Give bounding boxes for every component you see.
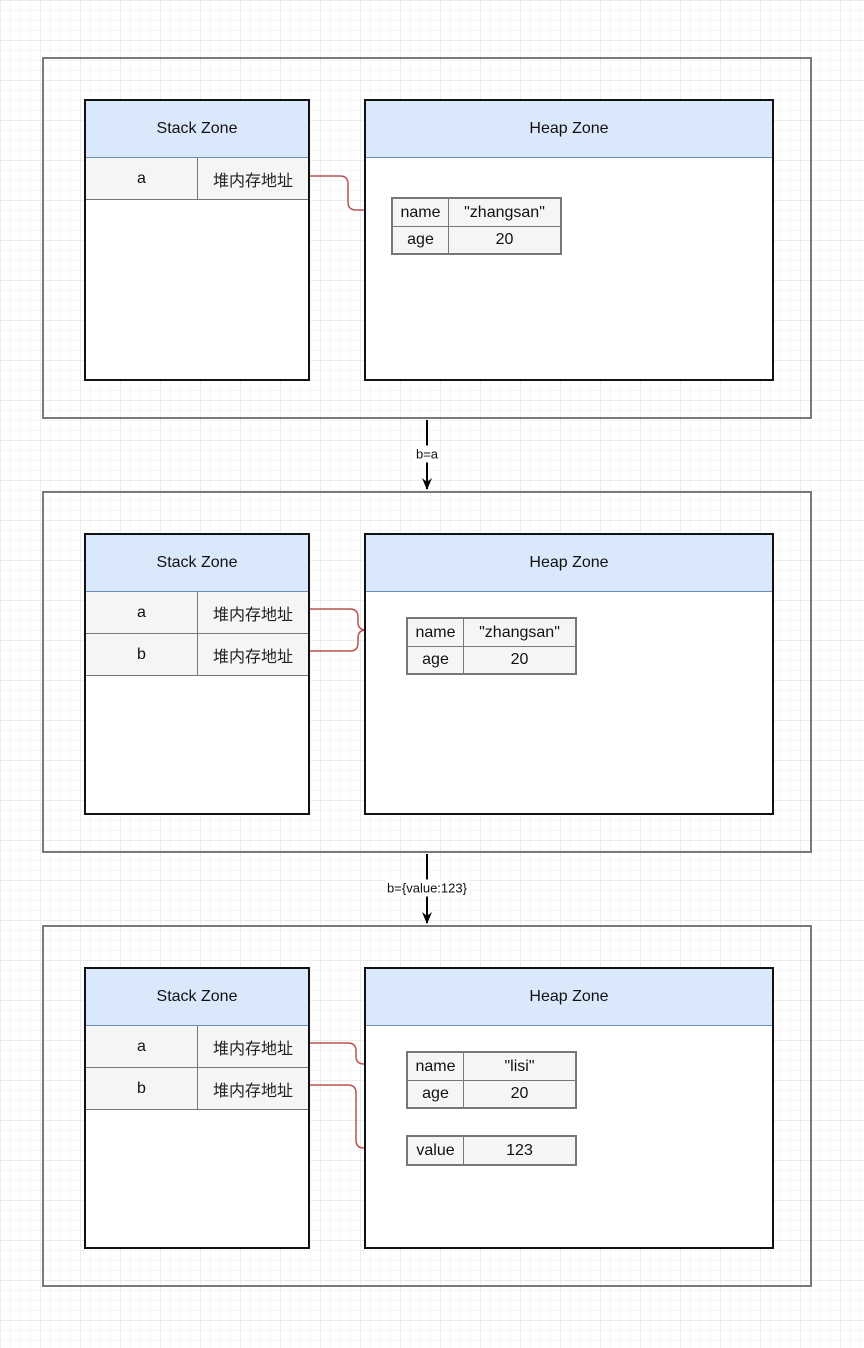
stack-zone-title: Stack Zone bbox=[86, 101, 308, 158]
stack-entry: a 堆内存地址 bbox=[86, 1026, 308, 1068]
stack-zone: Stack Zone a 堆内存地址 b 堆内存地址 bbox=[84, 967, 310, 1249]
field-value: "lisi" bbox=[504, 1057, 535, 1075]
stack-entry: a 堆内存地址 bbox=[86, 158, 308, 200]
variable-name: b bbox=[86, 1068, 198, 1109]
field-value: 20 bbox=[495, 231, 514, 248]
stack-entry: b 堆内存地址 bbox=[86, 634, 308, 676]
variable-name: b bbox=[86, 634, 198, 675]
field-value: 123 bbox=[506, 1141, 533, 1159]
memory-state-3: Stack Zone a 堆内存地址 b 堆内存地址 Heap Zone nam… bbox=[42, 925, 812, 1287]
field-key: age bbox=[393, 227, 449, 253]
object-field: name "zhangsan" bbox=[393, 199, 560, 226]
variable-value: 堆内存地址 bbox=[212, 1040, 293, 1058]
heap-zone: Heap Zone bbox=[364, 99, 774, 381]
transition-label: b=a bbox=[413, 445, 441, 463]
heap-object: name "zhangsan" age 20 bbox=[391, 197, 562, 255]
variable-name: a bbox=[86, 592, 198, 633]
field-key: name bbox=[408, 1053, 464, 1080]
memory-state-1: Stack Zone a 堆内存地址 Heap Zone name "zhang… bbox=[42, 57, 812, 419]
variable-value: 堆内存地址 bbox=[212, 606, 293, 624]
field-value: "zhangsan" bbox=[464, 203, 545, 221]
object-field: name "zhangsan" bbox=[408, 619, 575, 646]
stack-zone-title: Stack Zone bbox=[86, 969, 308, 1026]
object-field: age 20 bbox=[393, 226, 560, 253]
transition-label: b={value:123} bbox=[385, 879, 469, 897]
stack-entry: a 堆内存地址 bbox=[86, 592, 308, 634]
field-key: age bbox=[408, 647, 464, 673]
variable-name: a bbox=[86, 1026, 198, 1067]
heap-object: name "lisi" age 20 bbox=[406, 1051, 577, 1109]
field-value: 20 bbox=[510, 651, 529, 668]
heap-zone-title: Heap Zone bbox=[366, 101, 772, 158]
field-key: age bbox=[408, 1081, 464, 1107]
heap-object-new: value 123 bbox=[406, 1135, 577, 1166]
heap-zone-title: Heap Zone bbox=[366, 535, 772, 592]
object-field: age 20 bbox=[408, 1080, 575, 1107]
field-key: name bbox=[393, 199, 449, 226]
field-key: name bbox=[408, 619, 464, 646]
stack-entry: b 堆内存地址 bbox=[86, 1068, 308, 1110]
variable-value: 堆内存地址 bbox=[212, 172, 293, 190]
heap-object: name "zhangsan" age 20 bbox=[406, 617, 577, 675]
heap-zone-title: Heap Zone bbox=[366, 969, 772, 1026]
field-value: "zhangsan" bbox=[479, 623, 560, 641]
variable-value: 堆内存地址 bbox=[212, 648, 293, 666]
variable-name: a bbox=[86, 158, 198, 199]
variable-value: 堆内存地址 bbox=[212, 1082, 293, 1100]
field-value: 20 bbox=[510, 1085, 529, 1102]
object-field: age 20 bbox=[408, 646, 575, 673]
field-key: value bbox=[408, 1137, 464, 1164]
stack-zone: Stack Zone a 堆内存地址 bbox=[84, 99, 310, 381]
object-field: name "lisi" bbox=[408, 1053, 575, 1080]
object-field: value 123 bbox=[408, 1137, 575, 1164]
memory-state-2: Stack Zone a 堆内存地址 b 堆内存地址 Heap Zone nam… bbox=[42, 491, 812, 853]
stack-zone: Stack Zone a 堆内存地址 b 堆内存地址 bbox=[84, 533, 310, 815]
stack-zone-title: Stack Zone bbox=[86, 535, 308, 592]
